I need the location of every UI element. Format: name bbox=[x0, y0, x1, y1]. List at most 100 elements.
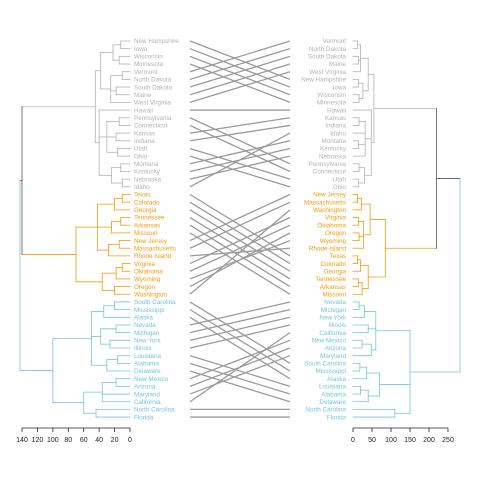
left-leaf-label: South Dakota bbox=[134, 84, 173, 91]
right-leaf-label: South Carolina bbox=[304, 361, 346, 368]
right-leaf-label: Virginia bbox=[325, 215, 346, 222]
right-leaf-label: New Hampshire bbox=[301, 77, 346, 84]
left-leaf-label: Kentucky bbox=[134, 169, 161, 176]
left-leaf-label: Florida bbox=[134, 414, 154, 421]
left-leaf-label: Delaware bbox=[134, 368, 161, 375]
connector-line bbox=[189, 55, 291, 88]
right-leaf-label: Nebraska bbox=[319, 153, 346, 160]
left-axis-tick-label: 20 bbox=[111, 437, 119, 444]
right-leaf-label: Ohio bbox=[333, 184, 347, 191]
right-leaf-label: Maine bbox=[329, 61, 347, 68]
right-axis-tick-label: 0 bbox=[351, 437, 355, 444]
connector-line bbox=[189, 232, 291, 288]
connector-line bbox=[189, 155, 291, 188]
left-axis-tick-label: 0 bbox=[128, 437, 132, 444]
connector-line bbox=[189, 308, 291, 334]
left-leaf-label: Michigan bbox=[134, 330, 160, 337]
right-leaf-label: Hawaii bbox=[327, 107, 346, 114]
right-axis-tick-label: 250 bbox=[442, 437, 454, 444]
right-leaf-label: Kansas bbox=[325, 115, 346, 122]
right-leaf-label: Florida bbox=[327, 414, 347, 421]
right-axis-tick-label: 200 bbox=[423, 437, 435, 444]
left-leaf-label: Alabama bbox=[134, 361, 159, 368]
connector-line bbox=[189, 301, 291, 326]
left-leaf-label: Virginia bbox=[134, 261, 155, 268]
left-leaf-label: Wyoming bbox=[134, 276, 161, 283]
connector-line bbox=[189, 209, 291, 295]
right-leaf-label: West Virginia bbox=[309, 69, 346, 76]
right-leaf-label: Iowa bbox=[333, 84, 347, 91]
left-leaf-label: Kansas bbox=[134, 130, 155, 137]
connector-line bbox=[189, 63, 291, 104]
left-leaf-label: Massachusetts bbox=[134, 245, 176, 252]
right-leaf-label: Delaware bbox=[319, 399, 346, 406]
right-leaf-label: New York bbox=[319, 315, 346, 322]
right-leaf-label: Wisconsin bbox=[317, 92, 346, 99]
connector-line bbox=[189, 193, 291, 242]
connector-line bbox=[189, 224, 291, 272]
left-leaf-label: South Carolina bbox=[134, 299, 176, 306]
left-leaf-label: Montana bbox=[134, 161, 159, 168]
connector-line bbox=[189, 40, 291, 73]
right-leaf-label: Rhode Island bbox=[309, 245, 347, 252]
left-leaf-label: Illinois bbox=[134, 345, 152, 352]
connector-line bbox=[189, 216, 291, 265]
right-leaf-label: Arkansas bbox=[320, 284, 346, 291]
right-leaf-label: California bbox=[319, 330, 346, 337]
connector-line bbox=[189, 301, 291, 364]
right-leaf-label: Illinois bbox=[329, 322, 347, 329]
right-leaf-label: Georgia bbox=[324, 268, 347, 275]
connector-line bbox=[189, 332, 291, 403]
left-axis-tick-label: 140 bbox=[16, 437, 28, 444]
left-leaf-label: New York bbox=[134, 338, 161, 345]
connector-line bbox=[189, 147, 291, 180]
right-axis-tick-label: 100 bbox=[385, 437, 397, 444]
connector-line bbox=[189, 117, 291, 134]
connector-line bbox=[189, 339, 291, 380]
right-leaf-label: Nevada bbox=[324, 299, 346, 306]
connector-line bbox=[189, 55, 291, 96]
right-axis-tick-label: 50 bbox=[368, 437, 376, 444]
right-leaf-label: Michigan bbox=[321, 307, 347, 314]
left-leaf-label: Maryland bbox=[134, 391, 160, 398]
left-leaf-label: New Hampshire bbox=[134, 38, 179, 45]
right-leaf-label: Arizona bbox=[325, 345, 347, 352]
connector-line bbox=[189, 316, 291, 341]
left-leaf-label: New Jersey bbox=[134, 238, 168, 245]
right-leaf-label: Colorado bbox=[320, 261, 346, 268]
connector-line bbox=[189, 71, 291, 104]
right-leaf-label: North Carolina bbox=[305, 407, 346, 414]
left-leaf-label: Vermont bbox=[134, 69, 158, 76]
left-leaf-label: Missouri bbox=[134, 230, 157, 237]
connector-line bbox=[189, 155, 291, 180]
right-leaf-label: Vermont bbox=[323, 38, 347, 45]
right-leaf-label: Washington bbox=[313, 207, 347, 214]
left-axis-tick-label: 80 bbox=[64, 437, 72, 444]
connector-line bbox=[189, 117, 291, 165]
left-leaf-labels: New HampshireIowaWisconsinMinnesotaVermo… bbox=[134, 38, 179, 421]
right-leaf-label: Alabama bbox=[321, 391, 346, 398]
connector-line bbox=[189, 370, 291, 403]
right-leaf-label: Idaho bbox=[330, 130, 346, 137]
right-leaf-label: Pennsylvania bbox=[309, 161, 347, 168]
left-leaf-label: Louisiana bbox=[134, 353, 161, 360]
left-leaf-label: California bbox=[134, 399, 161, 406]
left-axis-tick-label: 120 bbox=[32, 437, 44, 444]
left-leaf-label: Colorado bbox=[134, 199, 160, 206]
left-leaf-label: Oklahoma bbox=[134, 268, 163, 275]
connector-line bbox=[189, 48, 291, 88]
right-leaf-label: Alaska bbox=[327, 376, 346, 383]
left-leaf-label: Idaho bbox=[134, 184, 150, 191]
right-leaf-label: New Mexico bbox=[312, 338, 347, 345]
connector-line bbox=[189, 316, 291, 380]
right-leaf-label: Oregon bbox=[325, 230, 347, 237]
left-leaf-label: North Carolina bbox=[134, 407, 175, 414]
connector-line bbox=[189, 201, 291, 265]
right-leaf-label: Minnesota bbox=[317, 100, 347, 107]
left-leaf-label: Minnesota bbox=[134, 61, 164, 68]
right-leaf-label: Tennessee bbox=[316, 276, 347, 283]
right-leaf-label: New Jersey bbox=[313, 192, 347, 199]
right-leaf-label: Indiana bbox=[325, 123, 346, 130]
